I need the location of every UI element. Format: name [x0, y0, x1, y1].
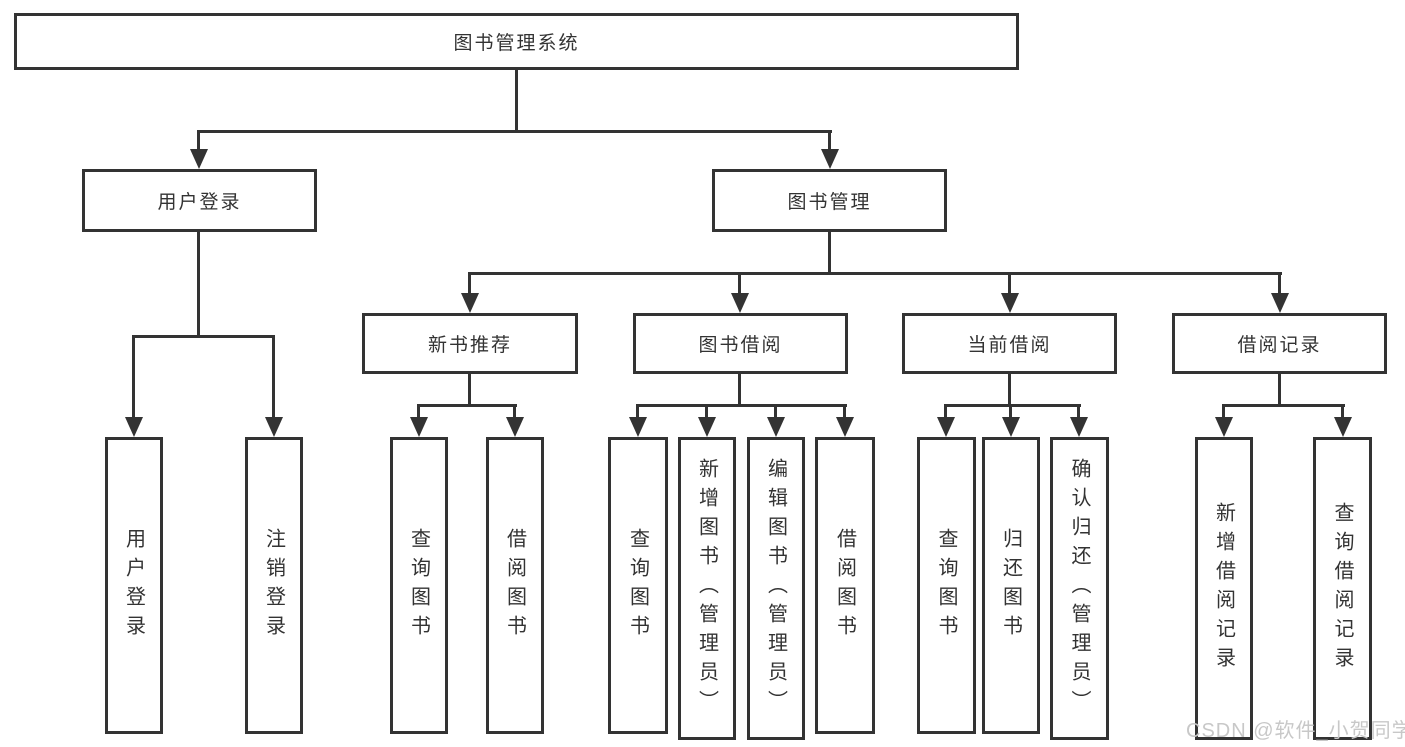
connector-line — [828, 130, 831, 150]
node-book-management: 图书管理 — [712, 169, 947, 232]
connector-line — [132, 335, 135, 419]
connector-line — [1278, 272, 1281, 294]
leaf-query-borrow-record: 查询借阅记录 — [1313, 437, 1372, 740]
arrowhead-down-icon — [629, 417, 647, 437]
leaf-edit-book-admin: 编辑图书（管理员） — [747, 437, 805, 740]
arrowhead-down-icon — [1001, 293, 1019, 313]
connector-line — [272, 335, 275, 419]
connector-line — [197, 232, 200, 335]
connector-line — [468, 272, 471, 294]
leaf-label: 确认归还（管理员） — [1068, 458, 1090, 719]
node-label: 用户登录 — [157, 192, 242, 213]
connector-line — [1222, 404, 1225, 419]
arrowhead-down-icon — [1215, 417, 1233, 437]
connector-line — [944, 404, 947, 419]
arrowhead-down-icon — [1002, 417, 1020, 437]
node-book-borrowing: 图书借阅 — [633, 313, 848, 374]
connector-line — [515, 70, 518, 130]
connector-line — [1009, 404, 1012, 419]
connector-line — [468, 374, 471, 404]
connector-line — [738, 272, 741, 294]
arrowhead-down-icon — [1271, 293, 1289, 313]
connector-line — [944, 404, 1081, 407]
connector-line — [1222, 404, 1345, 407]
connector-line — [132, 335, 274, 338]
leaf-label: 新增借阅记录 — [1212, 501, 1235, 676]
arrowhead-down-icon — [1070, 417, 1088, 437]
connector-line — [468, 272, 1282, 275]
leaf-user-login: 用户登录 — [105, 437, 163, 734]
leaf-add-book-admin: 新增图书（管理员） — [678, 437, 736, 740]
connector-line — [1077, 404, 1080, 419]
connector-line — [417, 404, 517, 407]
leaf-label: 新增图书（管理员） — [695, 458, 718, 719]
connector-line — [828, 232, 831, 272]
arrowhead-down-icon — [506, 417, 524, 437]
leaf-query-books-recommend: 查询图书 — [390, 437, 448, 734]
leaf-label: 借阅图书 — [503, 527, 526, 644]
node-label: 新书推荐 — [427, 335, 512, 356]
connector-line — [1008, 272, 1011, 294]
arrowhead-down-icon — [190, 149, 208, 169]
leaf-label: 用户登录 — [122, 527, 145, 644]
arrowhead-down-icon — [836, 417, 854, 437]
node-label: 图书管理系统 — [453, 33, 580, 54]
connector-line — [843, 404, 846, 419]
leaf-return-book: 归还图书 — [982, 437, 1040, 734]
node-borrowing-records: 借阅记录 — [1172, 313, 1387, 374]
arrowhead-down-icon — [265, 417, 283, 437]
node-new-book-recommend: 新书推荐 — [362, 313, 578, 374]
node-user-login: 用户登录 — [82, 169, 317, 232]
leaf-borrow-books: 借阅图书 — [815, 437, 875, 734]
connector-line — [417, 404, 420, 419]
leaf-label: 查询借阅记录 — [1331, 501, 1353, 676]
connector-line — [513, 404, 516, 419]
connector-line — [636, 404, 639, 419]
arrowhead-down-icon — [1334, 417, 1352, 437]
leaf-label: 查询图书 — [407, 527, 430, 644]
arrowhead-down-icon — [731, 293, 749, 313]
node-label: 当前借阅 — [967, 335, 1052, 356]
connector-line — [1008, 374, 1011, 404]
node-label: 借阅记录 — [1237, 335, 1322, 356]
leaf-label: 编辑图书（管理员） — [764, 458, 787, 719]
connector-line — [774, 404, 777, 419]
leaf-add-borrow-record: 新增借阅记录 — [1195, 437, 1253, 740]
leaf-query-books-current: 查询图书 — [917, 437, 976, 734]
leaf-label: 归还图书 — [999, 527, 1022, 644]
node-label: 图书管理 — [787, 192, 872, 213]
arrowhead-down-icon — [767, 417, 785, 437]
connector-line — [1341, 404, 1344, 419]
leaf-label: 注销登录 — [262, 527, 285, 644]
arrowhead-down-icon — [698, 417, 716, 437]
leaf-label: 借阅图书 — [833, 527, 856, 644]
connector-line — [1278, 374, 1281, 404]
leaf-confirm-return-admin: 确认归还（管理员） — [1050, 437, 1109, 740]
connector-line — [197, 130, 832, 133]
leaf-label: 查询图书 — [626, 527, 649, 644]
arrowhead-down-icon — [125, 417, 143, 437]
arrowhead-down-icon — [461, 293, 479, 313]
arrowhead-down-icon — [410, 417, 428, 437]
connector-line — [705, 404, 708, 419]
arrowhead-down-icon — [937, 417, 955, 437]
connector-line — [738, 374, 741, 404]
leaf-label: 查询图书 — [935, 527, 957, 644]
connector-line — [636, 404, 847, 407]
leaf-query-books-borrowing: 查询图书 — [608, 437, 668, 734]
arrowhead-down-icon — [821, 149, 839, 169]
node-library-system: 图书管理系统 — [14, 13, 1019, 70]
csdn-watermark: CSDN @软件_小贺同学 — [1186, 720, 1405, 742]
node-current-borrowing: 当前借阅 — [902, 313, 1117, 374]
node-label: 图书借阅 — [698, 335, 783, 356]
connector-line — [197, 130, 200, 150]
leaf-borrow-books-recommend: 借阅图书 — [486, 437, 544, 734]
leaf-logout: 注销登录 — [245, 437, 303, 734]
